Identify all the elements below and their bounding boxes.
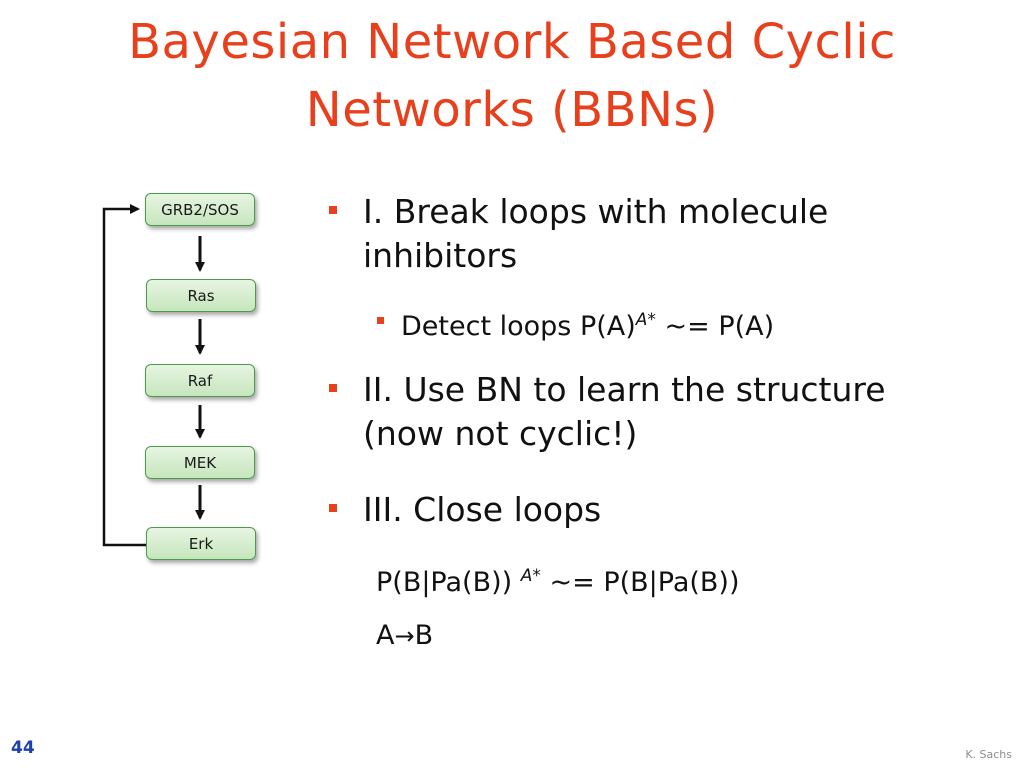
node-ras: Ras bbox=[146, 279, 256, 312]
a-to-b-line: A→B bbox=[376, 620, 434, 651]
bullet-2-text: II. Use BN to learn the structure (now n… bbox=[363, 370, 886, 453]
slide-title: Bayesian Network Based Cyclic Networks (… bbox=[0, 8, 1024, 144]
bullet-3-text: III. Close loops bbox=[363, 490, 602, 529]
node-grb2-sos: GRB2/SOS bbox=[145, 193, 255, 226]
sub-bullet-marker bbox=[377, 317, 384, 324]
close-loops-formula: P(B|Pa(B)) A* ~= P(B|Pa(B)) bbox=[376, 566, 740, 598]
author-credit: K. Sachs bbox=[965, 748, 1012, 761]
slide-title-line-1: Bayesian Network Based Cyclic bbox=[128, 14, 896, 70]
node-erk: Erk bbox=[146, 527, 256, 560]
bullet-marker bbox=[329, 206, 337, 214]
node-mek: MEK bbox=[145, 446, 255, 479]
node-raf: Raf bbox=[145, 364, 255, 397]
bullet-marker bbox=[329, 504, 337, 512]
slide-title-line-2: Networks (BBNs) bbox=[305, 82, 719, 138]
bullet-1-text: I. Break loops with molecule inhibitors bbox=[363, 192, 829, 275]
pathway-diagram-connectors bbox=[102, 204, 205, 547]
feedback-loop-line bbox=[102, 204, 146, 547]
page-number: 44 bbox=[11, 738, 35, 758]
sub-bullet-1-text: Detect loops P(A)A* ~= P(A) bbox=[401, 310, 775, 342]
bullet-marker bbox=[329, 384, 337, 392]
right-arrow-icon: → bbox=[394, 622, 415, 650]
